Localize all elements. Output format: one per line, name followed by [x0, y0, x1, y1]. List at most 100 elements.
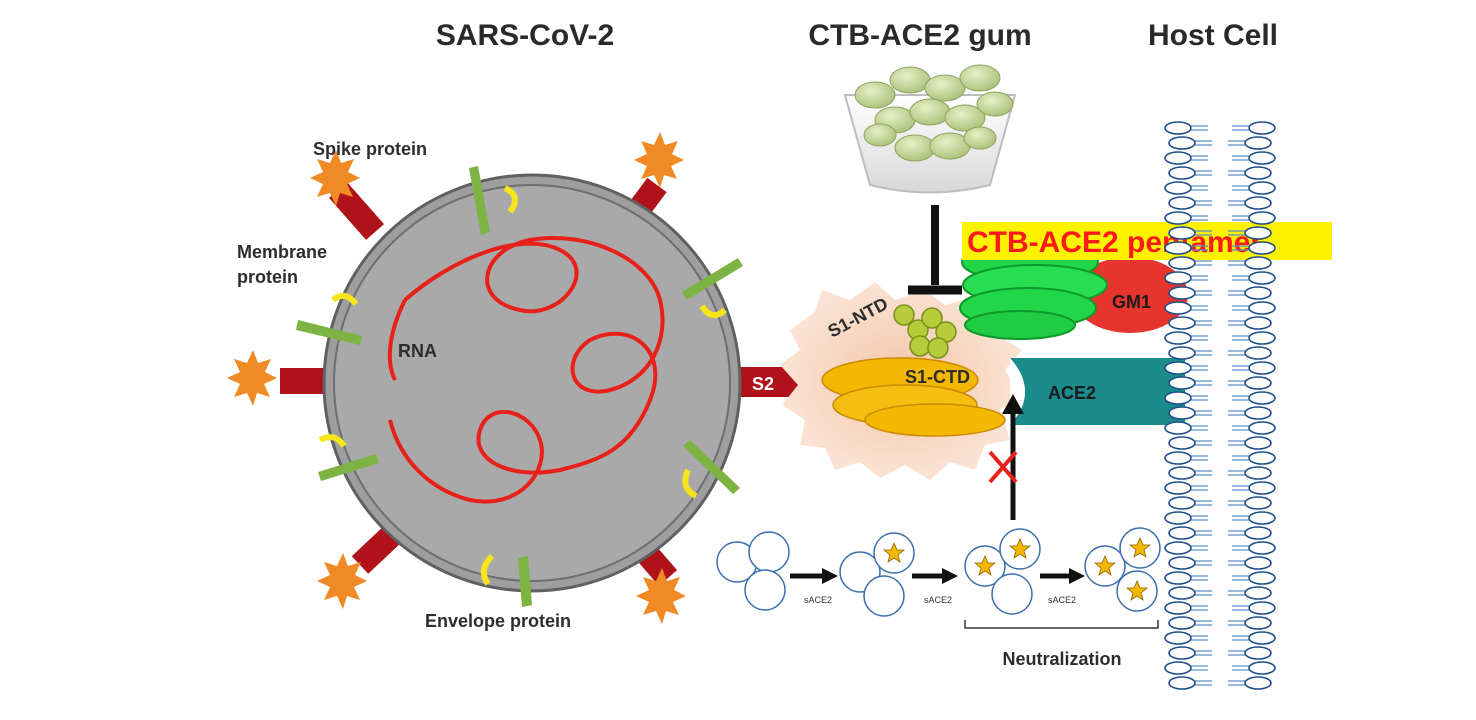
membrane-protein-label-line2: protein — [237, 267, 298, 287]
phospholipid-pair — [1164, 271, 1276, 285]
phospholipid-pair — [1168, 316, 1272, 330]
envelope-protein-mark — [318, 434, 347, 448]
neutralization-sequence: sACE2 sACE2 sACE2 — [716, 527, 1161, 669]
ctb-ace2-pentamer: GM1 — [959, 241, 1188, 340]
spike-left — [227, 350, 335, 406]
header-host-cell: Host Cell — [1148, 19, 1278, 52]
phospholipid-pair — [1164, 151, 1276, 165]
phospholipid-pair — [1164, 211, 1276, 225]
spike-head — [634, 132, 684, 188]
membrane-protein-right-top — [682, 258, 743, 319]
phospholipid-pair — [1168, 286, 1272, 300]
phospholipid-pair — [1168, 226, 1272, 240]
sace2-cluster-empty — [716, 531, 790, 611]
phospholipid-pair — [1164, 571, 1276, 585]
phospholipid-pair — [1168, 256, 1272, 270]
phospholipid-pair — [1168, 676, 1272, 690]
ace2-receptor: ACE2 — [1010, 358, 1185, 425]
envelope-protein-mark — [682, 468, 698, 499]
phospholipid-pair — [1168, 136, 1272, 150]
phospholipid-pair — [1164, 661, 1276, 675]
blocked-binding-arrow — [988, 394, 1024, 520]
spike-top-left — [310, 150, 385, 240]
envelope-protein-mark — [331, 292, 359, 306]
spike-head — [310, 150, 360, 206]
gum-bowl — [843, 64, 1017, 194]
phospholipid-pair — [1164, 391, 1276, 405]
phospholipid-pair — [1168, 466, 1272, 480]
envelope-protein-mark — [699, 304, 728, 319]
star-icon — [1128, 536, 1152, 558]
membrane-protein-label-line1: Membrane — [237, 242, 327, 262]
envelope-protein-label: Envelope protein — [425, 611, 571, 631]
star-icon — [882, 541, 906, 563]
membrane-protein-right-bottom — [682, 440, 740, 499]
phospholipid-pair — [1168, 196, 1272, 210]
pentamer-label-highlight — [962, 222, 1332, 260]
phospholipid-pair — [1168, 436, 1272, 450]
envelope-protein-mark — [480, 553, 495, 586]
sace2-label-3: sACE2 — [1048, 595, 1076, 605]
sace2-label-2: sACE2 — [924, 595, 952, 605]
phospholipid-pair — [1164, 541, 1276, 555]
neutralization-bracket — [964, 620, 1159, 629]
phospholipid-pair — [1164, 121, 1276, 135]
s1-ctd-lobe — [864, 403, 1006, 437]
block-x-icon — [988, 450, 1018, 484]
sace2-cluster-all-bound — [1084, 527, 1161, 612]
phospholipid-pair — [1168, 346, 1272, 360]
arrow-3 — [1040, 568, 1085, 584]
phospholipid-pair — [1164, 421, 1276, 435]
pentamer-label: CTB-ACE2 pentamer — [967, 226, 1262, 259]
spike-head — [227, 350, 277, 406]
sace2-cluster-one-bound — [839, 532, 915, 617]
host-cell-membrane — [1164, 121, 1276, 690]
phospholipid-pair — [1168, 646, 1272, 660]
spike-bottom-left — [317, 523, 404, 609]
rna-label: RNA — [398, 341, 437, 361]
phospholipid-pair — [1168, 526, 1272, 540]
star-icon — [1093, 554, 1117, 576]
spike-head — [317, 553, 367, 609]
star-icon — [1125, 579, 1149, 601]
rna-strand — [388, 236, 665, 504]
phospholipid-pair — [1168, 496, 1272, 510]
s1-ntd-cluster — [893, 304, 957, 359]
gm1-label: GM1 — [1112, 292, 1151, 312]
gum-tablets — [854, 64, 1014, 162]
inhibition-bar — [908, 205, 962, 295]
membrane-protein-left — [296, 292, 362, 345]
spike-binding-complex: S1-CTD S1-NTD — [780, 282, 1022, 480]
phospholipid-pair — [1168, 556, 1272, 570]
arrow-2 — [912, 568, 958, 584]
phospholipid-pair — [1168, 376, 1272, 390]
phospholipid-pair — [1164, 481, 1276, 495]
membrane-protein-left-bottom — [318, 434, 379, 481]
virus-particle: S2 — [227, 132, 805, 631]
phospholipid-pair — [1164, 301, 1276, 315]
phospholipid-pair — [1164, 241, 1276, 255]
phospholipid-pair — [1164, 601, 1276, 615]
star-icon — [973, 554, 997, 576]
phospholipid-pair — [1168, 616, 1272, 630]
phospholipid-pair — [1164, 181, 1276, 195]
sace2-cluster-two-bound — [964, 528, 1041, 615]
s2-label: S2 — [752, 374, 774, 394]
phospholipid-pair — [1164, 361, 1276, 375]
star-icon — [1008, 537, 1032, 559]
phospholipid-pair — [1164, 451, 1276, 465]
header-virus: SARS-CoV-2 — [436, 19, 614, 52]
spike-protein-label: Spike protein — [313, 139, 427, 159]
spike-head — [636, 568, 686, 624]
header-gum: CTB-ACE2 gum — [808, 19, 1031, 52]
neutralization-label: Neutralization — [1002, 649, 1121, 669]
phospholipid-pair — [1164, 631, 1276, 645]
membrane-protein-top — [469, 166, 518, 235]
s1-ctd-label: S1-CTD — [905, 367, 970, 387]
sace2-label-1: sACE2 — [804, 595, 832, 605]
phospholipid-pair — [1168, 586, 1272, 600]
phospholipid-pair — [1168, 406, 1272, 420]
envelope-protein-mark — [503, 185, 518, 214]
arrow-1 — [790, 568, 838, 584]
